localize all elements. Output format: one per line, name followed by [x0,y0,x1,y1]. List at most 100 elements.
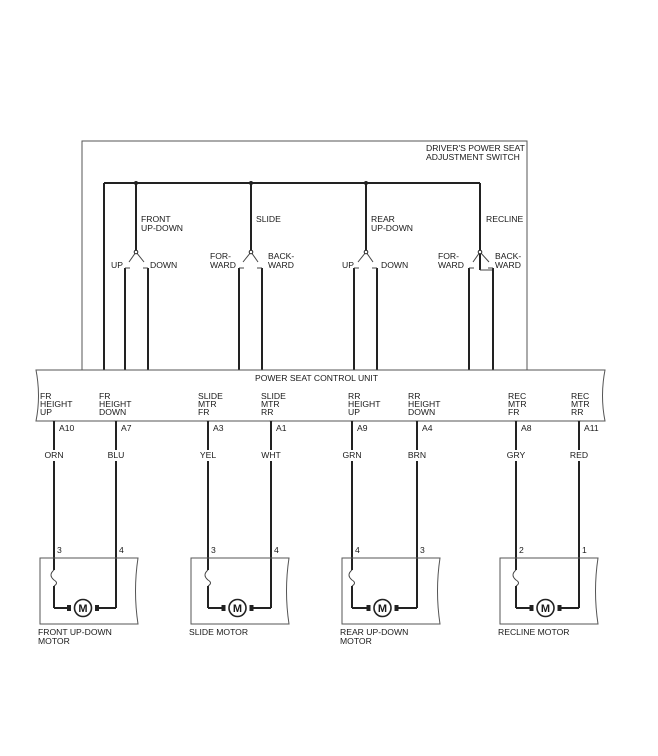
switch-position-right: DOWN [150,260,177,270]
control-unit: POWER SEAT CONTROL UNIT [35,369,606,422]
switch-position-left: WARD [438,260,464,270]
switch-position-right: DOWN [381,260,408,270]
wire-color: ORN [44,450,63,460]
connector-pin: A8 [521,423,532,433]
switch-position-left: FOR- [210,251,231,261]
terminal-label: FR [40,391,51,401]
switch-group-name: FRONT [141,214,171,224]
motor-housing [190,557,290,625]
connector-pin: A10 [59,423,75,433]
terminal-label: MTR [571,399,590,409]
motor-pin: 2 [519,545,524,555]
switch-position-left: FOR- [438,251,459,261]
switch-group-name: RECLINE [486,214,524,224]
terminal-label: RR [408,391,420,401]
switch-group-name: SLIDE [256,214,281,224]
switch-position-right: WARD [268,260,294,270]
terminal-label: DOWN [99,407,126,417]
connector-pin: A4 [422,423,433,433]
motor-pin: 4 [355,545,360,555]
switch-title-line-1: DRIVER'S POWER SEAT [426,143,526,153]
motor-4: 2 1M RECLINE MOTOR [498,545,599,637]
switch-group-name: REAR [371,214,395,224]
motor-name: SLIDE MOTOR [189,627,248,637]
motor-symbol: M [541,603,550,615]
wire-color: WHT [261,450,281,460]
terminal-label: MTR [261,399,280,409]
terminal-label: FR [508,407,519,417]
circuit-breaker-icon [50,569,57,587]
circuit-breaker-icon [512,569,519,587]
circuit-breaker-icon [204,569,211,587]
motor-icon [373,598,392,618]
motor-pin: 3 [420,545,425,555]
motor-pin: 1 [582,545,587,555]
motor-housing [39,557,139,625]
motor-pin: 4 [119,545,124,555]
terminal-label: MTR [198,399,217,409]
switch-title-line-2: ADJUSTMENT SWITCH [426,152,520,162]
common-bus [103,182,494,370]
terminal-label: RR [348,391,360,401]
motor-name: REAR UP-DOWN [340,627,408,637]
connector-pin: A11 [584,423,599,433]
wire-color: YEL [200,450,216,460]
connector-pin: A1 [276,423,287,433]
switch-group-name: UP-DOWN [141,223,183,233]
terminal-label: REC [571,391,589,401]
terminal-label: SLIDE [261,391,286,401]
switch-position-right: WARD [495,260,521,270]
switch-group-name: UP-DOWN [371,223,413,233]
motor-icon [73,598,93,618]
wire-color: BLU [108,450,125,460]
terminal-label: HEIGHT [40,399,73,409]
terminal-label: FR [198,407,209,417]
motor-icon [536,598,555,618]
terminal-label: HEIGHT [99,399,132,409]
terminal-label: UP [40,407,52,417]
terminal-label: FR [99,391,110,401]
motor-pin: 3 [211,545,216,555]
terminal-label: REC [508,391,526,401]
terminal-label: RR [261,407,273,417]
connector-pin: A7 [121,423,132,433]
terminal-label: RR [571,407,583,417]
terminal-label: HEIGHT [348,399,381,409]
motor-symbol: M [378,603,387,615]
switch-position-right: BACK- [495,251,521,261]
wire-color: RED [570,450,588,460]
wire-color: GRN [342,450,361,460]
terminal-label: DOWN [408,407,435,417]
motor-symbol: M [78,603,87,615]
switch-position-left: WARD [210,260,236,270]
motor-name: MOTOR [38,636,70,646]
terminal-label: HEIGHT [408,399,441,409]
motor-housing [341,557,441,625]
motor-name: RECLINE MOTOR [498,627,569,637]
motor-pin: 3 [57,545,62,555]
motor-pin: 4 [274,545,279,555]
connector-pin: A3 [213,423,224,433]
motor-housing [499,557,599,625]
motor-name: FRONT UP-DOWN [38,627,112,637]
circuit-breaker-icon [348,569,355,587]
terminal-label: MTR [508,399,527,409]
terminal-label: SLIDE [198,391,223,401]
switch-position-left: UP [111,260,123,270]
terminals: FRHEIGHTUPA10ORNFRHEIGHTDOWNA7BLUSLIDEMT… [40,391,599,608]
switch-position-left: UP [342,260,354,270]
motor-name: MOTOR [340,636,372,646]
